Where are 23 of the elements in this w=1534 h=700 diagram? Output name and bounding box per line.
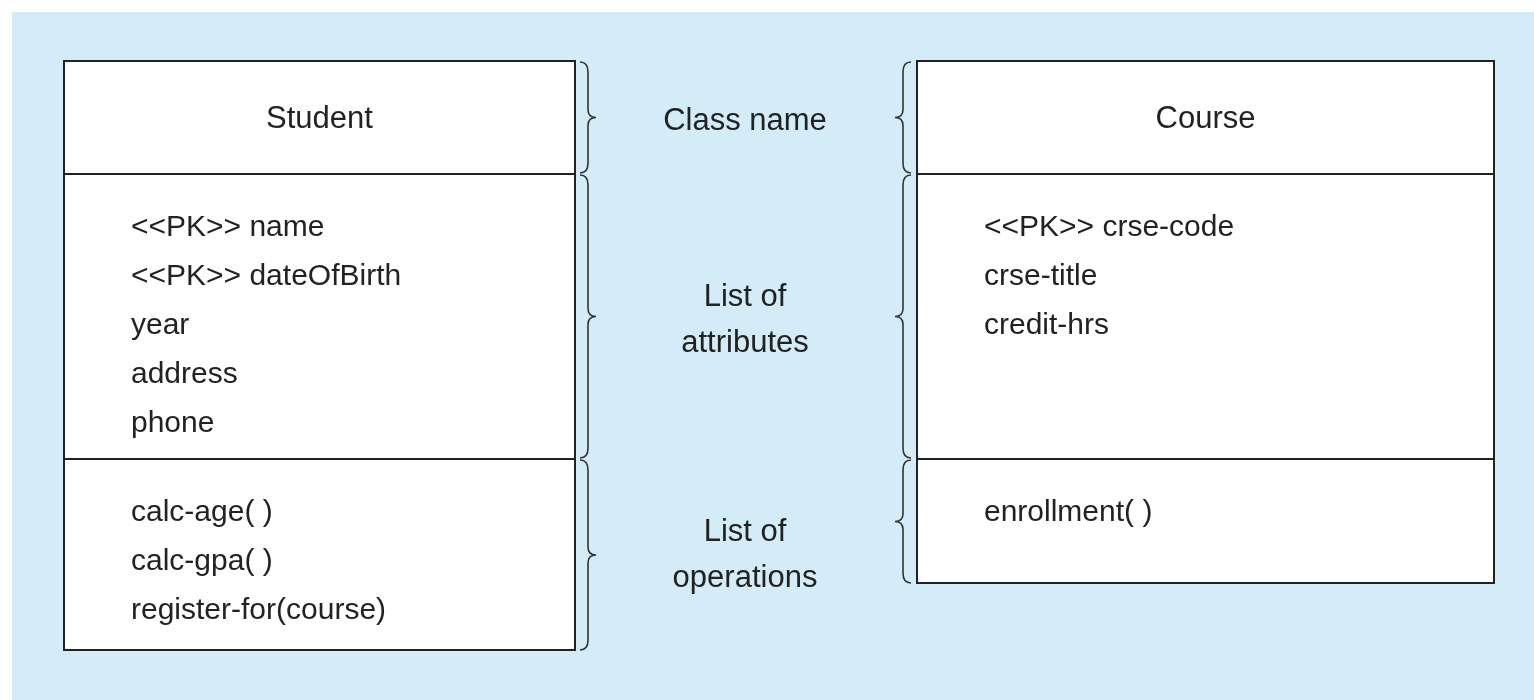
brace-label: List of operations: [671, 512, 819, 596]
operation-text: enrollment( ): [984, 493, 1153, 529]
brace-label: List of attributes: [680, 277, 810, 361]
attribute-text: address: [131, 355, 238, 391]
attribute-text: phone: [131, 404, 215, 440]
class-compartment: [916, 60, 1495, 175]
class-compartment: [63, 458, 576, 651]
class-compartment: [63, 60, 576, 175]
attribute-text: <<PK>> dateOfBirth: [131, 257, 402, 293]
operation-text: calc-gpa( ): [131, 542, 273, 578]
operation-text: calc-age( ): [131, 493, 273, 529]
class-compartment: [916, 173, 1495, 460]
attribute-text: crse-title: [984, 257, 1098, 293]
brace-label: Class name: [662, 101, 828, 139]
class-name: Student: [266, 99, 373, 136]
class-compartment: [63, 173, 576, 460]
attribute-text: credit-hrs: [984, 306, 1110, 342]
class-compartment: [916, 458, 1495, 584]
attribute-text: <<PK>> name: [131, 208, 325, 244]
attribute-text: <<PK>> crse-code: [984, 208, 1235, 244]
class-name: Course: [1155, 99, 1256, 136]
attribute-text: year: [131, 306, 190, 342]
operation-text: register-for(course): [131, 591, 387, 627]
